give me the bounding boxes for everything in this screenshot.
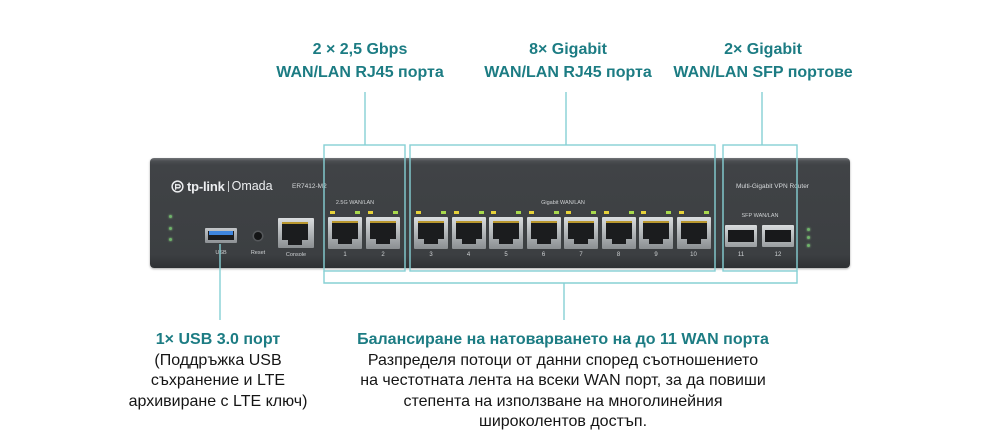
console-label: Console [285,252,307,258]
callout-load-balancing-line: Разпределя потоци от данни според съотно… [367,351,759,369]
callout-gigabit-line2: WAN/LAN RJ45 порта [484,64,652,81]
status-led [169,227,172,230]
callout-usb-title: 1× USB 3.0 порт [155,331,281,348]
sfp-led [807,236,810,239]
rj45-port-2 [366,211,400,249]
port-led [678,211,684,214]
callout-sfp-ports: 2× Gigabit WAN/LAN SFP портове [663,38,863,84]
sfp-port-12 [762,225,794,247]
callout-2-5g-line1: 2 × 2,5 Gbps [312,41,408,58]
rj45-port-6 [526,211,561,249]
console-port [278,218,314,248]
rj45-port-9 [639,211,673,249]
port-number-12: 12 [774,252,782,258]
callout-usb-line: архивиране с LTE ключ) [128,392,308,410]
port-led [603,211,609,214]
reset-button [254,232,262,240]
sfp-led [807,228,810,231]
logo-divider [227,180,229,192]
callout-gigabit-line1: 8× Gigabit [529,41,607,58]
rj45-port-4 [451,211,486,249]
callout-usb-line: съхранение и LTE [150,372,286,389]
port-number-10: 10 [690,252,697,258]
port-number-9: 9 [654,252,658,258]
rj45-port-5 [489,211,523,249]
port-number-8: 8 [616,252,621,258]
callout-load-balancing-line: степента на използване на многолинейния [403,392,723,410]
port-number-3: 3 [429,252,433,258]
port-led [566,211,571,214]
port-number-5: 5 [504,252,508,258]
port-number-6: 6 [541,252,546,258]
port-led [453,211,459,214]
usb-tongue [209,231,233,235]
callout-2-5g-ports: 2 × 2,5 Gbps WAN/LAN RJ45 порта [260,38,460,84]
callout-load-balancing-line: широколентов достъп. [478,413,648,430]
usb-slot [208,231,234,240]
usb-label: USB [215,250,227,256]
callout-usb: 1× USB 3.0 порт (Поддръжка USB съхранени… [118,330,318,412]
status-led [169,238,172,241]
port-led [368,211,373,214]
sfp-port-11 [725,225,757,247]
rj45-port-8 [601,211,636,249]
rj45-port-10 [676,211,711,249]
callout-usb-line: (Поддръжка USB [154,351,282,369]
router-chassis: tp-link Omada ER7412-M2 Multi-Gigabit VP… [150,158,850,268]
port-number-1: 1 [343,252,347,258]
port-led [491,211,496,214]
product-type: Multi-Gigabit VPN Router [736,183,809,190]
callout-sfp-line1: 2× Gigabit [724,41,802,58]
load-balancing-bracket [323,271,798,284]
callout-2-5g-line2: WAN/LAN RJ45 порта [276,64,444,81]
sub-brand-name: Omada [231,179,273,193]
group-label-2-5g: 2.5G WAN/LAN [335,200,375,206]
port-led [528,211,534,214]
reset-label: Reset [250,250,266,256]
usb-port [205,228,237,243]
rj45-port-1 [328,211,362,249]
sfp-slot [728,230,754,242]
tp-link-logo-icon [171,179,184,193]
callout-load-balancing: Балансиране на натоварването на до 11 WA… [313,330,813,433]
group-label-sfp: SFP WAN/LAN [741,213,779,219]
sfp-slot [765,230,791,242]
callout-load-balancing-title: Балансиране на натоварването на до 11 WA… [357,331,769,348]
model-number: ER7412-M2 [292,183,327,190]
port-led [416,211,421,214]
port-led [330,211,335,214]
port-number-2: 2 [381,252,385,258]
brand-logo: tp-link Omada [171,178,273,194]
status-led [169,215,172,218]
callout-load-balancing-line: на честотната лента на всеки WAN порт, з… [360,372,766,389]
port-number-7: 7 [579,252,583,258]
rj45-port-3 [414,211,448,249]
port-number-4: 4 [466,252,471,258]
port-led [641,211,646,214]
sfp-led [807,244,810,247]
callout-sfp-line2: WAN/LAN SFP портове [673,64,853,81]
brand-name: tp-link [187,178,225,194]
port-number-11: 11 [737,252,745,258]
callout-gigabit-ports: 8× Gigabit WAN/LAN RJ45 порта [468,38,668,84]
group-label-gigabit: Gigabit WAN/LAN [541,200,585,206]
rj45-port-7 [564,211,598,249]
